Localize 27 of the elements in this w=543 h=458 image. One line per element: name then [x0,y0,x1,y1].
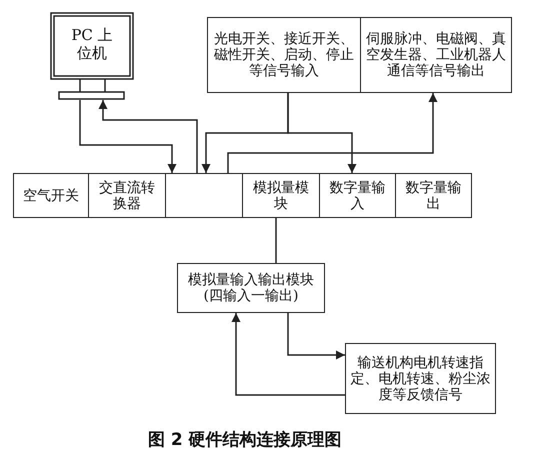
arrow [287,93,356,173]
module-box [319,173,396,218]
box-label: 模拟量输入输出模块(四输入一输出) [187,272,315,304]
figure-caption: 图 2 硬件结构连接原理图 [148,429,342,451]
arrow [232,313,345,396]
module-box [207,17,361,93]
box-label: 数字量输出 [404,180,462,212]
module-box [242,173,320,218]
arrow [79,100,176,173]
module-box [360,17,512,93]
arrow [227,93,438,173]
module-box [13,173,89,218]
arrow [98,100,198,173]
box-label: 数字量输入 [328,180,386,212]
module-box [88,173,166,218]
box-label: 输送机构电机转速指定、电机转速、粉尘浓度等反馈信号 [350,354,492,402]
module-box [395,173,472,218]
box-label: 交直流转换器 [98,180,156,212]
box-label: 模拟量模块 [252,180,310,212]
module-box [177,263,325,313]
connector-line [275,218,277,263]
arrow [287,313,345,360]
box-label: 伺服脉冲、电磁阀、真空发生器、工业机器人通信等信号输出 [365,31,507,79]
module-box [345,343,496,414]
monitor-label: PC 上位机 [70,26,114,62]
box-label: 光电开关、接近开关、磁性开关、启动、停止等信号输入 [213,31,355,79]
box-label: 空气开关 [22,188,80,204]
